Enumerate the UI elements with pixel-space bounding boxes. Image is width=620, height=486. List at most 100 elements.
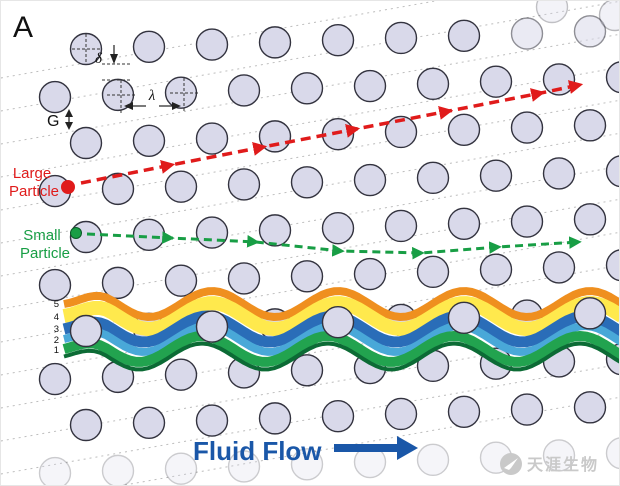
pillar (542, 439, 576, 472)
streamline (1, 363, 619, 475)
small-particle-dot (70, 227, 82, 239)
pillar (321, 305, 355, 339)
pillar (573, 109, 607, 142)
pillar (164, 452, 198, 485)
gap-arrowhead-down-icon (65, 122, 73, 130)
pillar (290, 354, 324, 387)
lane-number-4: 4 (54, 312, 59, 323)
pillar (132, 406, 166, 439)
pillar (416, 67, 450, 101)
pillar (510, 393, 544, 426)
pillar (132, 124, 166, 157)
pillar (605, 155, 619, 188)
pillar (195, 216, 229, 249)
pillar (542, 251, 576, 284)
pillar (195, 122, 229, 155)
large-particle-dot (61, 180, 75, 194)
pillar (573, 297, 607, 330)
pillar (510, 205, 544, 238)
pillar (384, 209, 418, 243)
pillar (164, 264, 198, 297)
flow-lane-band-1 (62, 331, 619, 367)
lane-number-5: 5 (54, 299, 59, 310)
streamline (1, 165, 619, 277)
pillar (573, 15, 607, 48)
pillar (542, 157, 576, 190)
pillar (195, 404, 229, 437)
watermark: 天涯生物 (500, 453, 599, 475)
gap-arrowhead-up-icon (65, 109, 73, 117)
pillar (447, 395, 481, 428)
small-particle-label-line1: Small (23, 227, 61, 244)
pillar (195, 28, 229, 61)
pillar (384, 21, 418, 55)
pillar (510, 17, 544, 50)
pillar (598, 1, 619, 32)
pillar (227, 168, 261, 201)
small-particle-path (86, 231, 582, 260)
particle-trajectories (61, 80, 584, 260)
pillar (258, 214, 292, 247)
fluid-flow-arrow-icon (334, 436, 418, 460)
pillar (258, 26, 292, 59)
pillar-array-front (69, 297, 607, 348)
pillar (164, 358, 198, 391)
flow-lane-band-5 (63, 287, 619, 321)
pillar (164, 170, 198, 203)
fluid-flow-label: Fluid Flow (193, 436, 322, 466)
pillar (38, 362, 72, 396)
pillar (258, 402, 292, 435)
pillar (605, 249, 619, 282)
pillar (132, 30, 166, 63)
pillar (290, 448, 324, 481)
pillar (132, 218, 166, 251)
pillar (227, 450, 261, 483)
large-particle-path (80, 80, 584, 185)
pillar (69, 126, 103, 160)
pillar (195, 310, 229, 343)
lambda-label: λ (148, 88, 156, 104)
crosshair-marks (72, 34, 198, 113)
pillar (38, 268, 72, 302)
pillar (416, 443, 450, 477)
watermark-text: 天涯生物 (527, 455, 599, 474)
flow-lane-band-base (63, 341, 619, 372)
pillar (447, 19, 481, 52)
pillar (101, 266, 135, 300)
pillar (416, 255, 450, 289)
pillar (479, 253, 513, 286)
pillar (384, 397, 418, 431)
lane-number-2: 2 (54, 335, 59, 346)
large-particle-label-line1: Large (13, 165, 51, 182)
pillar (479, 159, 513, 192)
large-particle-label-line2: Particle (9, 183, 59, 200)
pillar (290, 166, 324, 199)
dimension-annotations (65, 34, 198, 130)
delta-arrowhead-icon (110, 54, 118, 64)
pillar (573, 391, 607, 424)
streamline (1, 33, 619, 145)
pillar (535, 1, 569, 24)
pillar (227, 74, 261, 107)
pillar (447, 207, 481, 240)
pillar (447, 113, 481, 146)
pillar (447, 301, 481, 334)
pillar (290, 260, 324, 293)
pillar (38, 456, 72, 485)
pillar (101, 172, 135, 206)
lambda-arrowhead-right-icon (172, 102, 181, 110)
pillar (321, 211, 355, 245)
pillar (38, 80, 72, 114)
delta-extension-lines (102, 63, 130, 81)
pillar (258, 120, 292, 153)
pillar (227, 262, 261, 295)
rocket-icon-glyph (504, 458, 518, 470)
pillar (101, 454, 135, 485)
pillar-array (38, 1, 619, 485)
pillar (605, 61, 619, 94)
pillar (321, 399, 355, 433)
pillar (573, 203, 607, 236)
pillar (353, 163, 387, 197)
pillar (479, 65, 513, 98)
